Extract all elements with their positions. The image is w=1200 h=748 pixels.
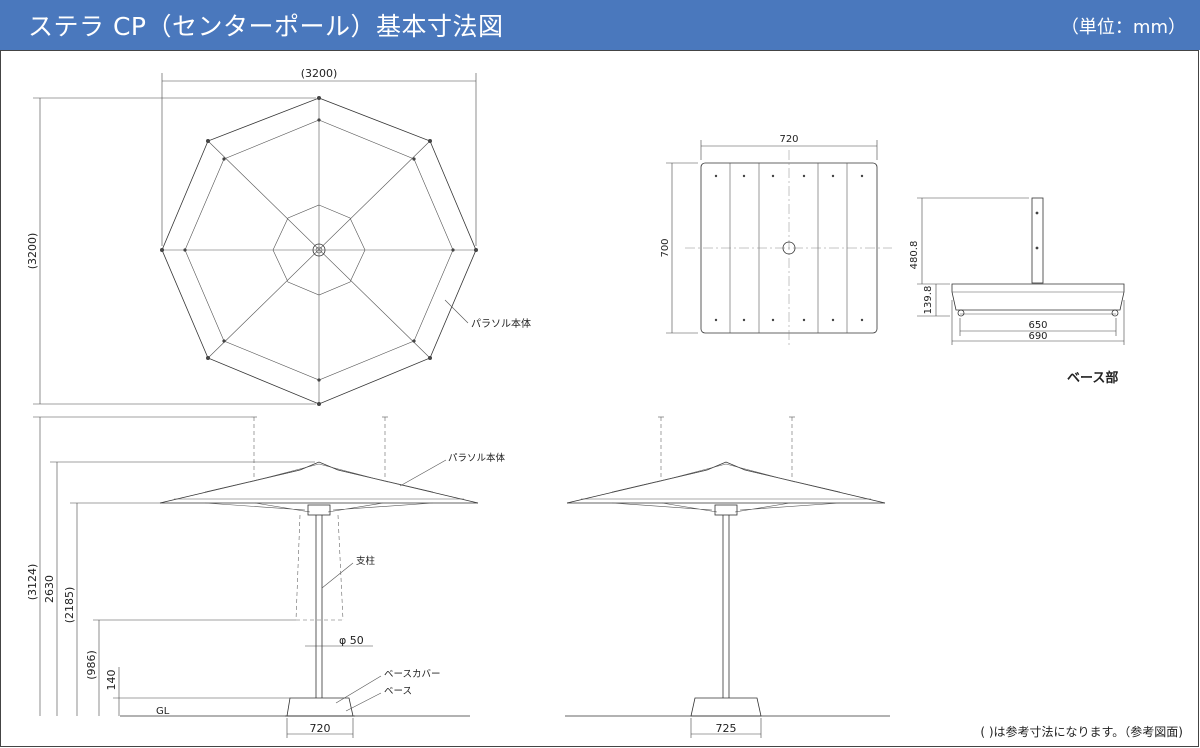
base-side-view: 480.8 139.8 650 690 ベース部 [909,197,1125,386]
gl-label: GL [156,706,170,717]
canopy-top [159,461,479,504]
dim-140: 140 [105,670,118,691]
base-caption: ベース部 [1067,370,1118,386]
front-view: GL (3124) 2630 (2185) (986) 140 720 φ 50… [26,416,506,738]
base-cover-label: ベースカバー [384,669,441,680]
pole-diameter: φ 50 [339,634,364,647]
footnote: ( )は参考寸法になります。（参考図面) [980,724,1183,739]
front-base-width: 720 [310,722,331,735]
pole-label: 支柱 [356,555,376,567]
side-canopy-top [566,461,886,504]
pole-socket [782,241,796,255]
top-view: (3200) (3200) パラソル本体 [26,67,531,406]
top-width-dim: (3200) [301,67,338,80]
base-top-view: 720 700 [660,134,892,345]
canopy-label-front: パラソル本体 [448,452,506,464]
top-height-dim: (3200) [26,233,39,270]
base-inner-width-dim: 650 [1028,320,1047,331]
base-outer-width-dim: 690 [1028,331,1047,342]
base-top-width-dim: 720 [779,134,798,145]
unit-label: （単位：mm） [1060,17,1186,38]
rib-line [207,140,431,359]
pole-hub [312,243,326,257]
side-runner [714,504,738,516]
page-title: ステラ CP（センターポール）基本寸法図 [28,12,504,41]
title-bar: ステラ CP（センターポール）基本寸法図 （単位：mm） [0,0,1200,50]
base-side-base-dim: 139.8 [923,286,934,315]
base-side-height-dim: 480.8 [909,241,920,270]
side-view: 725 [565,416,890,738]
dim-2185: (2185) [63,587,76,624]
runner [307,504,331,516]
rib-tips [160,96,478,406]
pole-hub-inner [315,246,323,254]
bolt-holes [714,174,864,322]
canopy-label-top: パラソル本体 [471,317,531,330]
base-top-height-dim: 700 [660,238,671,257]
dim-2630: 2630 [43,575,56,603]
base-pole-stub [1031,197,1044,284]
base-label: ベース [384,686,412,697]
drawing-panel [0,50,1199,747]
base-body [951,283,1125,311]
front-base [286,697,354,717]
dim-total: (3124) [26,564,39,601]
dim-986: (986) [85,650,98,680]
side-base-width: 725 [716,722,737,735]
side-base [690,697,762,717]
